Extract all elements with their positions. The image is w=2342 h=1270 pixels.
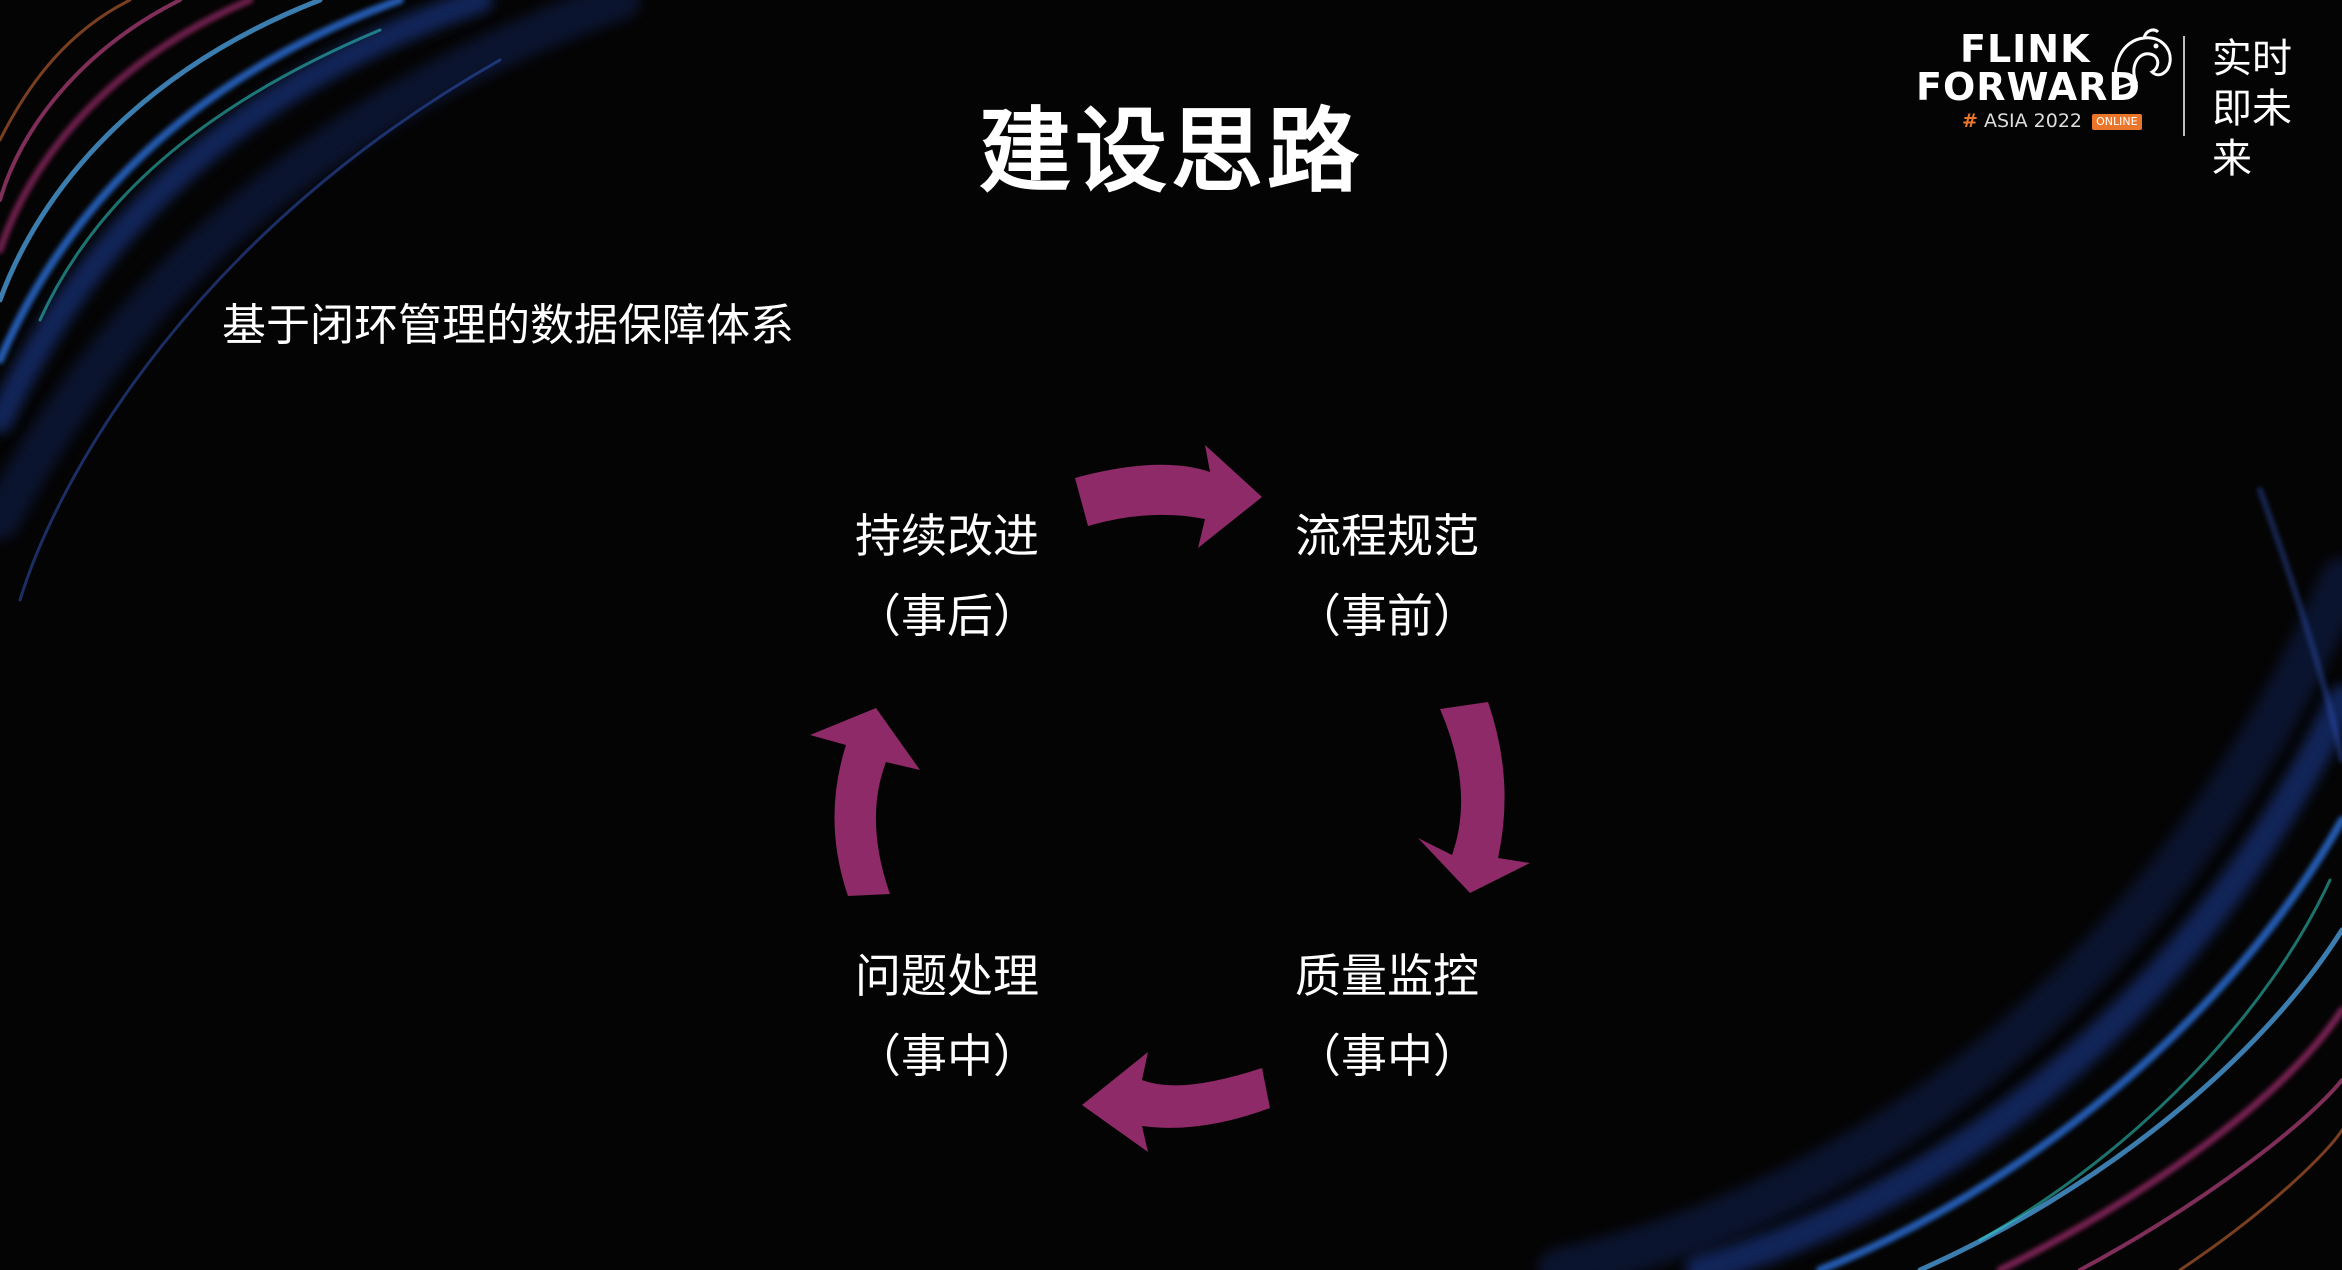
node-phase: （事前） xyxy=(1237,576,1537,656)
logo-event-line: # ASIA 2022 ONLINE xyxy=(1962,110,2142,132)
subtitle: 基于闭环管理的数据保障体系 xyxy=(222,296,794,356)
node-label: 流程规范 xyxy=(1237,496,1537,576)
node-phase: （事中） xyxy=(797,1016,1097,1096)
logo-divider xyxy=(2183,36,2185,136)
node-label: 持续改进 xyxy=(797,496,1097,576)
node-phase: （事中） xyxy=(1237,1016,1537,1096)
cycle-node-improve: 持续改进 （事后） xyxy=(797,496,1097,656)
cycle-node-process: 流程规范 （事前） xyxy=(1237,496,1537,656)
cycle-node-handle: 问题处理 （事中） xyxy=(797,936,1097,1096)
node-label: 质量监控 xyxy=(1237,936,1537,1016)
node-label: 问题处理 xyxy=(797,936,1097,1016)
cycle-node-monitor: 质量监控 （事中） xyxy=(1237,936,1537,1096)
node-phase: （事后） xyxy=(797,576,1097,656)
logo-line2: FORWARD xyxy=(1916,66,2141,108)
logo-hash: # xyxy=(1962,110,1978,132)
logo-slogan: 实时即未来 xyxy=(2212,34,2302,184)
flink-forward-logo: FLINK FORWARD # ASIA 2022 ONLINE 实时即未来 xyxy=(1910,26,2320,146)
logo-event: ASIA 2022 xyxy=(1984,110,2082,132)
logo-line1: FLINK xyxy=(1960,28,2091,70)
logo-badge: ONLINE xyxy=(2092,114,2141,130)
